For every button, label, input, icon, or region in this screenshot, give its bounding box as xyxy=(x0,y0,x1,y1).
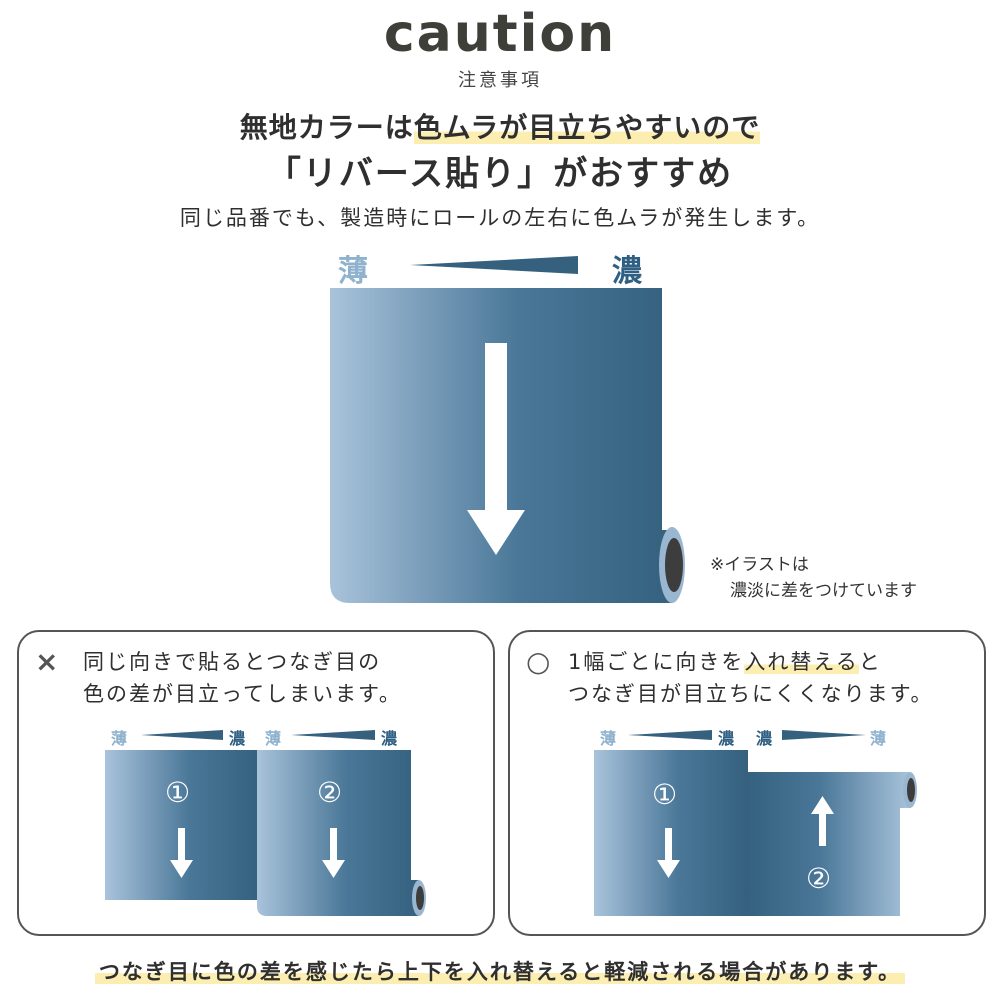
ng-arrow-1-icon xyxy=(170,828,193,878)
note-line1: ※イラストは xyxy=(710,555,809,575)
ng-text: 同じ向きで貼るとつなぎ目の 色の差が目立ってしまいます。 xyxy=(83,646,402,710)
ok-roll2-number: ② xyxy=(806,862,832,895)
ng-roll1-number: ① xyxy=(165,776,191,809)
ng-text-line2: 色の差が目立ってしまいます。 xyxy=(83,682,402,706)
headline-line1-pre: 無地カラーは xyxy=(239,111,414,144)
main-wallpaper-roll xyxy=(330,288,685,603)
ng-wedge-1 xyxy=(141,730,223,740)
ng-roll1-light-label: 薄 xyxy=(111,729,128,748)
ng-roll-1 xyxy=(105,750,259,900)
main-down-arrow xyxy=(467,343,525,555)
ng-roll2-light-label: 薄 xyxy=(265,729,282,748)
illustration-note: ※イラストは 濃淡に差をつけています xyxy=(710,552,917,604)
ok-arrow-down-icon xyxy=(657,828,680,878)
ok-roll2-light-label: 薄 xyxy=(870,729,887,748)
ok-text-line2: つなぎ目が目立ちにくくなります。 xyxy=(568,682,934,706)
note-line2: 濃淡に差をつけています xyxy=(730,581,917,601)
ng-roll1-dark-label: 濃 xyxy=(229,729,246,748)
footer-note: つなぎ目に色の差を感じたら上下を入れ替えると軽減される場合があります。 xyxy=(0,956,1000,986)
main-dark-label: 濃 xyxy=(612,254,642,289)
ng-mark-icon: × xyxy=(35,645,61,678)
ok-arrow-up-icon xyxy=(811,796,834,846)
page-title: caution xyxy=(383,4,617,64)
ok-roll-2 xyxy=(746,772,917,916)
ng-text-line1: 同じ向きで貼るとつなぎ目の xyxy=(83,650,382,674)
panel-reverse-direction: ○ 1幅ごとに向きを入れ替えると つなぎ目が目立ちにくくなります。 薄 濃 濃 … xyxy=(508,630,986,936)
ng-roll-2 xyxy=(257,750,426,916)
ng-roll2-dark-label: 濃 xyxy=(381,729,398,748)
ng-diagram xyxy=(105,730,426,916)
ok-roll1-dark-label: 濃 xyxy=(718,729,735,748)
page-subtitle: 注意事項 xyxy=(458,70,542,91)
footer-text: つなぎ目に色の差を感じたら上下を入れ替えると軽減される場合があります。 xyxy=(94,960,906,984)
headline-line1: 無地カラーは色ムラが目立ちやすいので xyxy=(0,106,1000,146)
ng-roll2-number: ② xyxy=(317,776,343,809)
ok-wedge-2 xyxy=(782,730,866,740)
ok-mark-icon: ○ xyxy=(526,645,553,678)
ok-roll1-number: ① xyxy=(652,778,678,811)
panel-same-direction: × 同じ向きで貼るとつなぎ目の 色の差が目立ってしまいます。 薄 濃 薄 濃 ①… xyxy=(17,630,495,936)
ok-wedge-1 xyxy=(628,730,712,740)
ok-text-highlight: 入れ替える xyxy=(744,650,859,674)
ng-arrow-2-icon xyxy=(322,828,345,878)
main-light-label: 薄 xyxy=(338,254,368,289)
headline-line2: 「リバース貼り」がおすすめ xyxy=(266,154,734,194)
ok-roll2-dark-label: 濃 xyxy=(756,729,773,748)
ok-text: 1幅ごとに向きを入れ替えると つなぎ目が目立ちにくくなります。 xyxy=(568,646,933,710)
main-shade-wedge xyxy=(410,256,578,274)
lead-text: 同じ品番でも、製造時にロールの左右に色ムラが発生します。 xyxy=(179,206,821,230)
ok-diagram xyxy=(594,730,917,916)
headline-line1-highlight: 色ムラが目立ちやすいので xyxy=(413,111,761,144)
ok-roll1-light-label: 薄 xyxy=(600,729,617,748)
ng-wedge-2 xyxy=(291,730,375,740)
ok-text-line1: 1幅ごとに向きを入れ替えると xyxy=(568,650,882,674)
